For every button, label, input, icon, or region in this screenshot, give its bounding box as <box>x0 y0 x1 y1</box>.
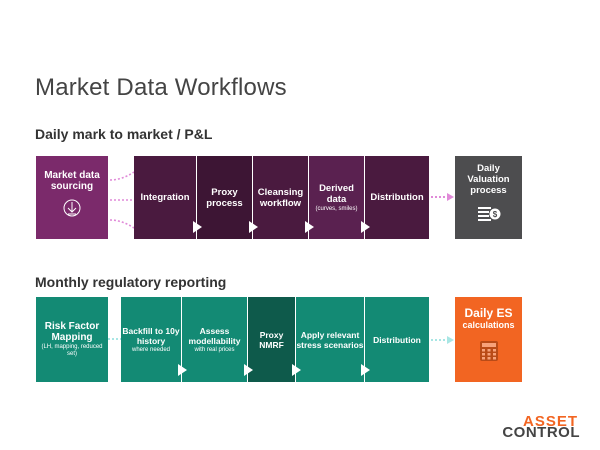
flow-arrow-start <box>108 338 121 340</box>
chevron-arrow <box>361 221 370 233</box>
target-label: Daily Valuation process <box>467 163 510 196</box>
step-label: Distribution <box>373 334 421 345</box>
step-proxy-nmrf: Proxy NMRF <box>248 297 295 382</box>
step-backfill: Backfill to 10y history where needed <box>121 297 181 382</box>
flow-arrow-daily <box>431 193 454 201</box>
logo-control: CONTROL <box>502 424 580 441</box>
page-title: Market Data Workflows <box>35 74 287 101</box>
chevron-arrow <box>244 364 253 376</box>
target-daily-es: Daily ES calculations <box>455 297 522 382</box>
source-label: Risk Factor Mapping <box>44 321 100 343</box>
fan-in-arrows <box>109 171 135 229</box>
flow-arrow-monthly <box>431 336 454 344</box>
source-sublabel: (LH, mapping, reduced set) <box>41 344 103 357</box>
chevron-arrow <box>292 364 301 376</box>
target-label: Daily ES <box>464 306 513 320</box>
step-label: Backfill to 10y history <box>122 325 180 346</box>
chevron-arrow <box>178 364 187 376</box>
step-label: Derived data <box>319 182 354 205</box>
chevron-arrow <box>193 221 202 233</box>
step-proxy-process: Proxy process <box>197 156 252 239</box>
source-label: Market data sourcing <box>44 170 100 192</box>
chevron-arrow <box>305 221 314 233</box>
step-assess-modellability: Assess modellability with real prices <box>182 297 247 382</box>
step-distribution: Distribution <box>365 297 429 382</box>
chevron-arrow <box>361 364 370 376</box>
step-cleansing-workflow: Cleansing workflow <box>253 156 308 239</box>
chevron-arrow <box>249 221 258 233</box>
target-sublabel: calculations <box>462 320 515 330</box>
step-label: Cleansing workflow <box>257 186 304 209</box>
target-daily-valuation: Daily Valuation process $ <box>455 156 522 239</box>
step-label: Proxy NMRF <box>259 329 284 350</box>
calculator-icon <box>479 341 498 361</box>
svg-text:$: $ <box>492 210 497 219</box>
step-label: Distribution <box>370 192 424 203</box>
source-market-data: Market data sourcing <box>36 156 108 239</box>
source-risk-factor-mapping: Risk Factor Mapping (LH, mapping, reduce… <box>36 297 108 382</box>
section-heading-daily: Daily mark to market / P&L <box>35 126 213 142</box>
logo-asset: ASSET <box>522 413 578 430</box>
step-sublabel: (curves, smiles) <box>315 205 358 212</box>
step-sublabel: where needed <box>131 346 171 353</box>
step-sublabel: with real prices <box>194 346 235 353</box>
download-icon <box>63 199 81 217</box>
step-integration: Integration <box>134 156 196 239</box>
step-distribution: Distribution <box>365 156 429 239</box>
section-heading-monthly: Monthly regulatory reporting <box>35 274 227 290</box>
step-label: Proxy process <box>206 186 243 209</box>
invoice-dollar-icon: $ <box>477 207 500 221</box>
step-label: Apply relevant stress scenarios <box>296 329 364 350</box>
step-label: Assess modellability <box>188 325 241 346</box>
step-label: Integration <box>140 192 190 203</box>
step-derived-data: Derived data (curves, smiles) <box>309 156 364 239</box>
step-apply-stress-scenarios: Apply relevant stress scenarios <box>296 297 364 382</box>
